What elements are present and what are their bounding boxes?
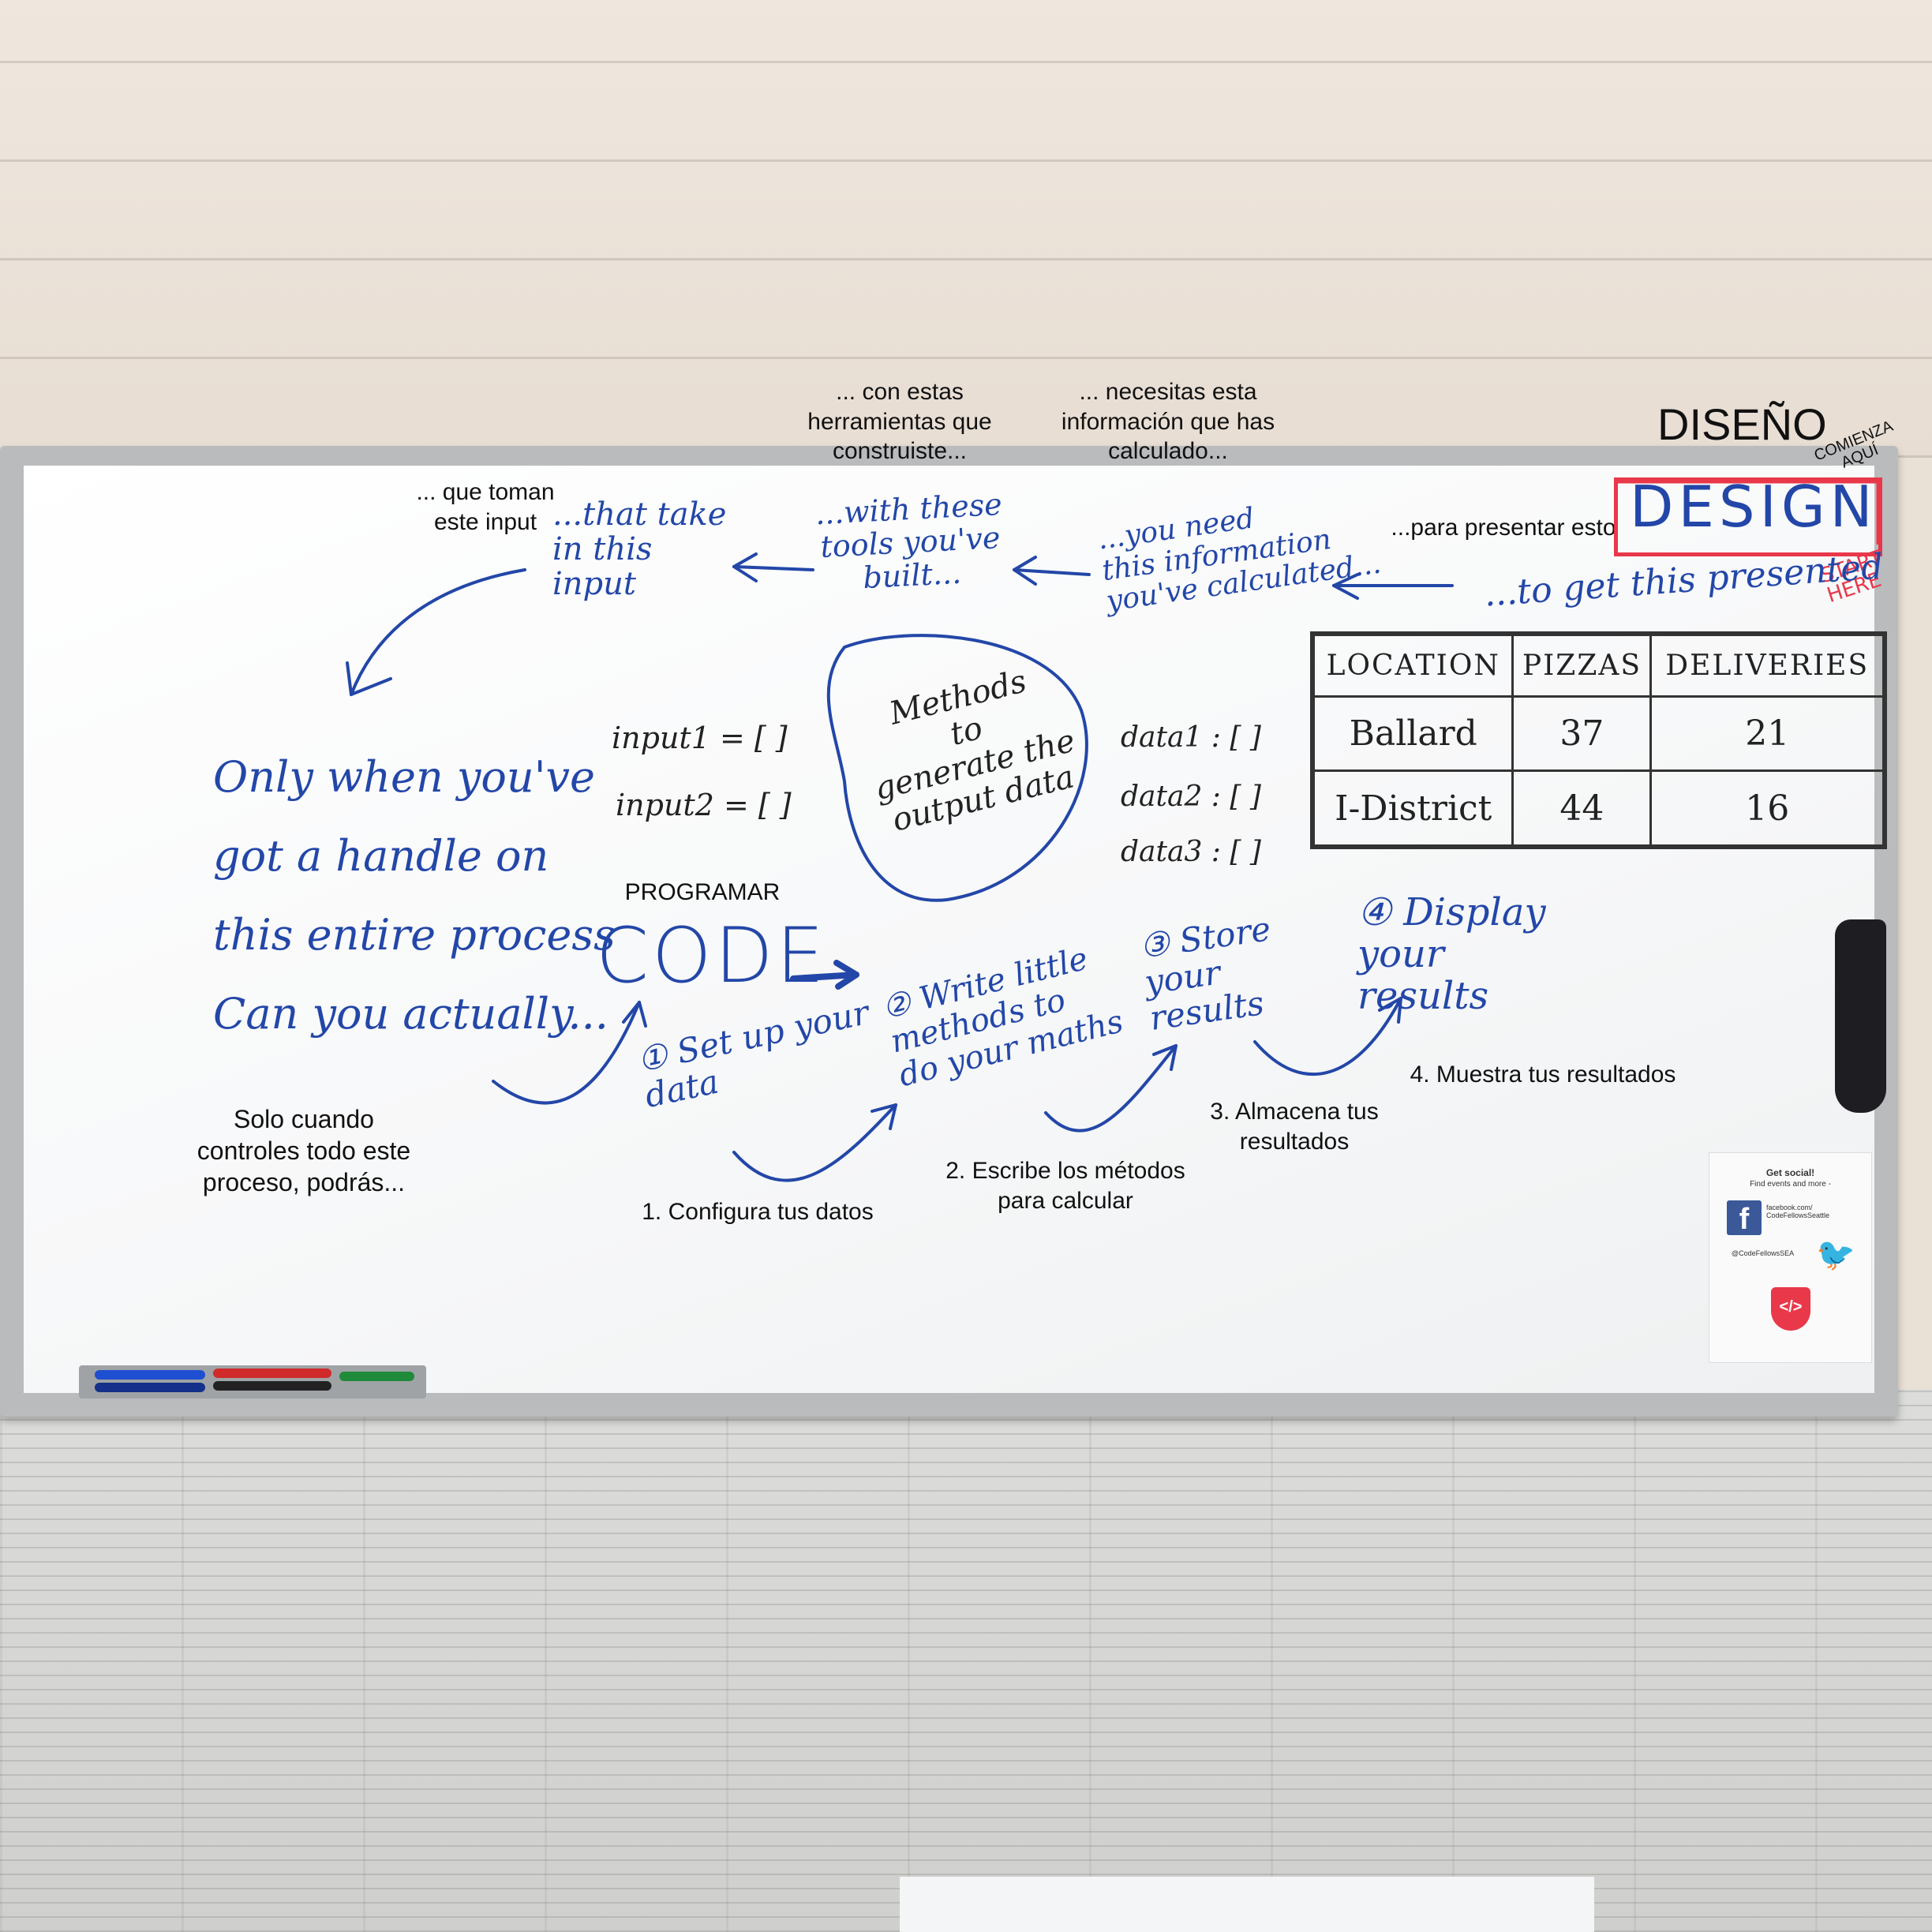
input2-text: input2 = [ ]: [616, 788, 792, 822]
methods-blob: [826, 634, 1088, 902]
facebook-icon: f: [1727, 1200, 1762, 1236]
red-marker: [213, 1368, 331, 1378]
brick-wall-bottom: [0, 1389, 1932, 1932]
arrow-with-these: [732, 565, 814, 571]
green-marker: [339, 1372, 414, 1381]
step4-text: ④ Display your results: [1357, 890, 1546, 1018]
caption-solo-cuando: Solo cuando controles todo este proceso,…: [197, 1105, 411, 1196]
data3-text: data3 : [ ]: [1121, 836, 1261, 868]
caption-necesitas: ... necesitas esta información que has c…: [1061, 379, 1275, 464]
table-cell: 16: [1649, 769, 1885, 847]
arrow-step3-to-4: [1253, 997, 1402, 1076]
table-row: Ballard 37 21: [1312, 695, 1885, 773]
data2-text: data2 : [ ]: [1121, 781, 1261, 813]
table-header: DELIVERIES: [1649, 634, 1885, 698]
with-these-text: ...with these tools you've built...: [814, 486, 1003, 595]
caption-step4: 4. Muestra tus resultados: [1410, 1061, 1676, 1088]
blue-marker: [95, 1370, 205, 1380]
that-take-text: ...that take in this input: [552, 496, 727, 602]
table-header: LOCATION: [1312, 634, 1515, 698]
code-fellows-shield-icon: </>: [1771, 1287, 1810, 1331]
code-arrow: [790, 972, 859, 982]
paper-edge: [900, 1877, 1594, 1932]
caption-programar: PROGRAMAR: [624, 879, 781, 905]
eraser-cloth: [1835, 919, 1886, 1113]
table-cell: 44: [1511, 769, 1653, 847]
social-subtitle: Find events and more -: [1750, 1180, 1831, 1189]
whiteboard: [24, 466, 1874, 1393]
caption-diseno: DISEÑO: [1657, 399, 1827, 449]
facebook-text: facebook.com/ CodeFellowsSeattle: [1766, 1204, 1830, 1219]
twitter-icon: 🐦: [1816, 1237, 1855, 1272]
arrow-step1-to-2: [732, 1103, 897, 1182]
table-row: I-District 44 16: [1312, 769, 1885, 847]
social-title: Get social!: [1765, 1167, 1815, 1178]
blue-marker-2: [95, 1383, 205, 1392]
caption-step1: 1. Configura tus datos: [642, 1199, 874, 1225]
only-when-text: Only when you've got a handle on this en…: [213, 752, 616, 1039]
caption-step3: 3. Almacena tus resultados: [1210, 1099, 1379, 1155]
brick-wall-top: [0, 0, 1932, 458]
table-header-row: LOCATION PIZZAS DELIVERIES: [1312, 634, 1885, 698]
marker-tray: [79, 1365, 426, 1398]
caption-con-estas: ... con estas herramientas que construis…: [807, 379, 992, 464]
black-marker: [213, 1381, 331, 1391]
caption-para-presentar: ...para presentar esto: [1391, 515, 1616, 541]
arrow-step2-to-3: [1044, 1044, 1178, 1133]
table-cell: 21: [1649, 695, 1885, 773]
pizza-table: LOCATION PIZZAS DELIVERIES Ballard 37 21…: [1310, 631, 1887, 849]
caption-step2: 2. Escribe los métodos para calcular: [945, 1158, 1185, 1214]
caption-que-toman: ... que toman este input: [416, 479, 555, 535]
arrow-only-to-code: [492, 1001, 641, 1105]
table-cell: I-District: [1312, 769, 1515, 847]
arrow-you-need: [1013, 568, 1091, 576]
table-cell: Ballard: [1312, 695, 1515, 773]
input1-text: input1 = [ ]: [612, 721, 788, 755]
twitter-text: @CodeFellowsSEA: [1732, 1249, 1795, 1257]
table-header: PIZZAS: [1511, 634, 1653, 698]
design-title: DESIGN: [1630, 474, 1878, 540]
design-box: [1614, 477, 1882, 556]
code-title: CODE: [596, 912, 828, 1000]
step3-text: ③ Store your results: [1136, 909, 1273, 1039]
table-cell: 37: [1511, 695, 1653, 773]
data1-text: data1 : [ ]: [1121, 721, 1261, 754]
arrow-that-take: [350, 568, 526, 696]
social-sticker: Get social! Find events and more - f fac…: [1709, 1152, 1872, 1363]
